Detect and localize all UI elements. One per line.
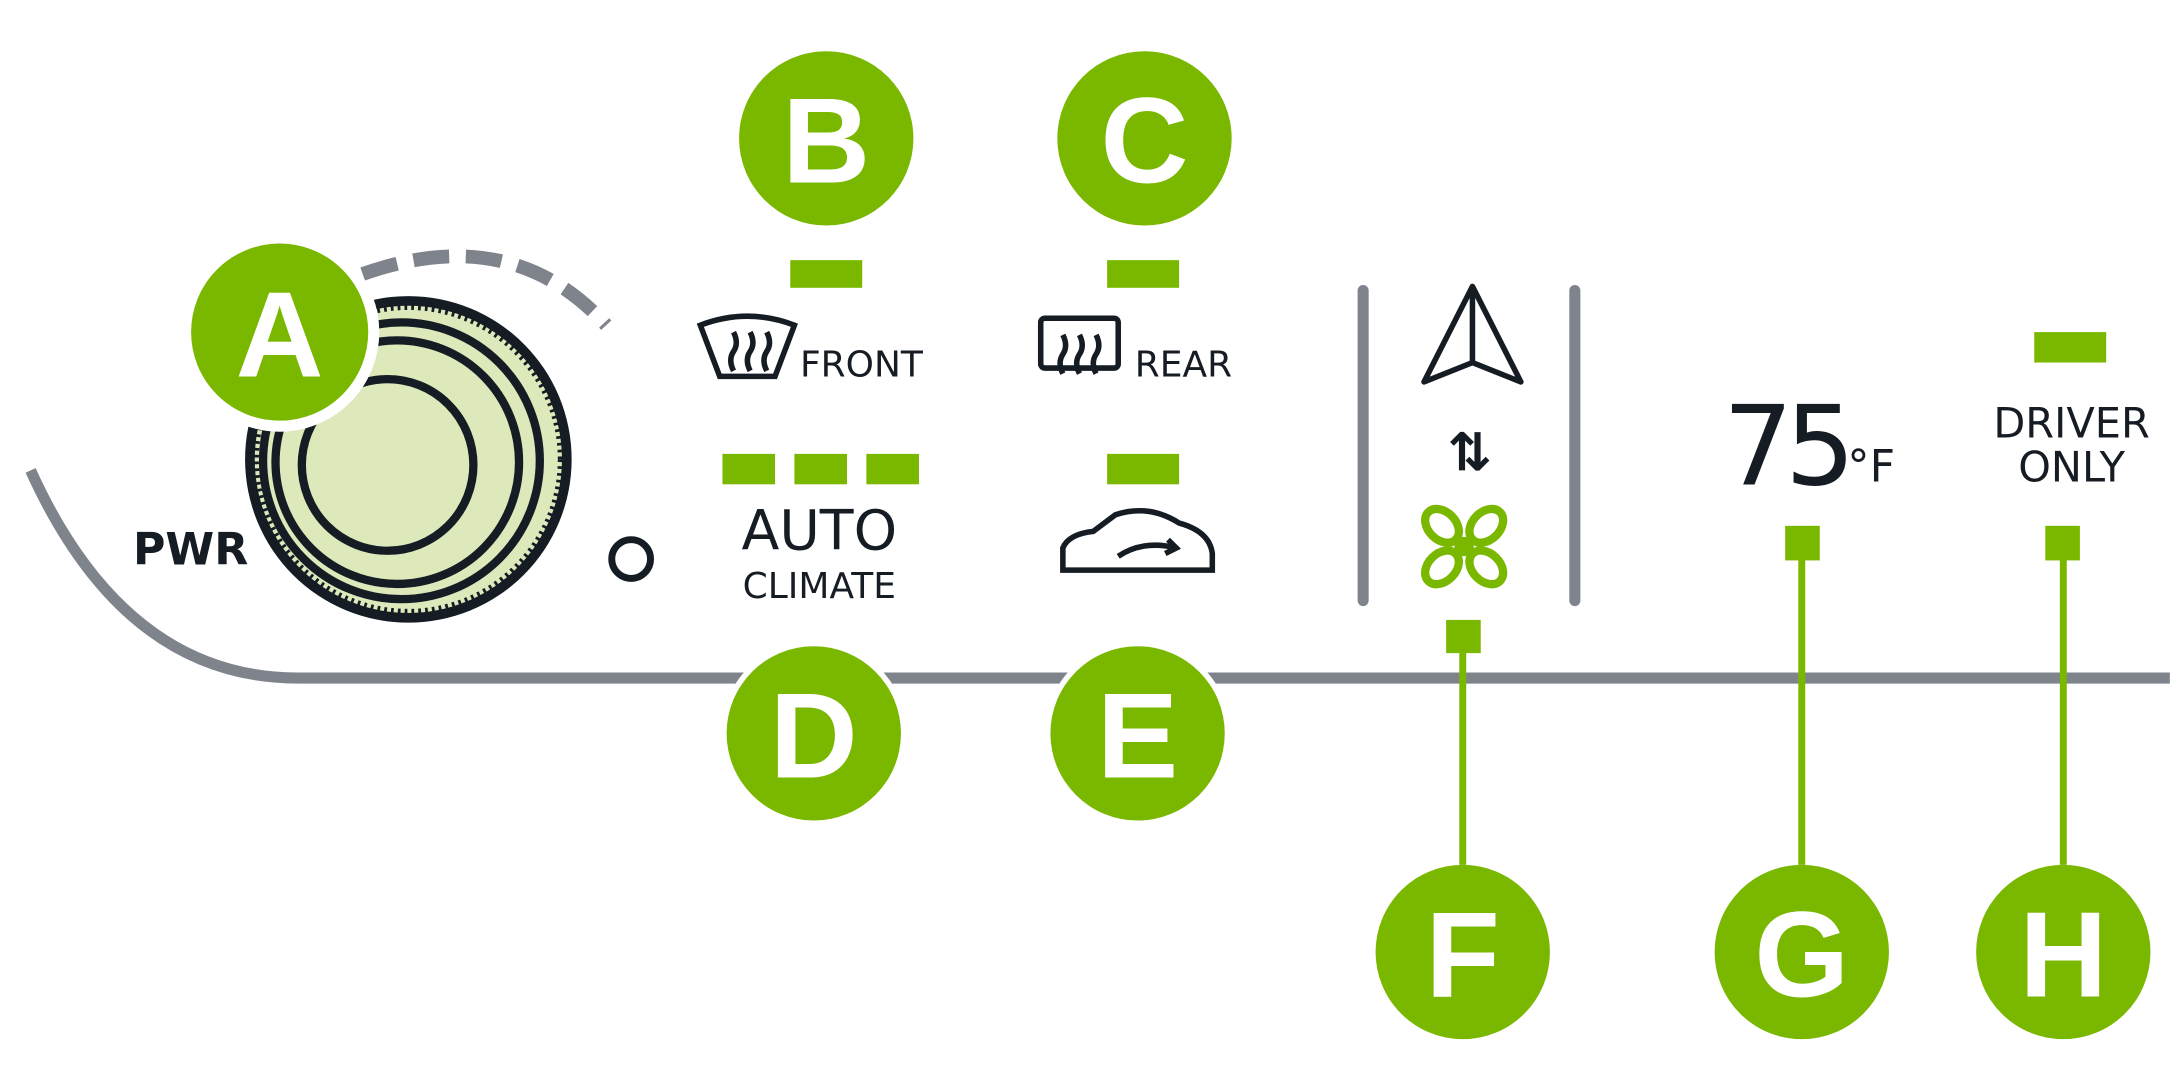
callout-e: E <box>1044 640 1231 827</box>
auto-indicator-2 <box>794 453 847 485</box>
callout-a: A <box>180 232 380 432</box>
auto-indicator-3 <box>866 453 919 485</box>
callout-h: H <box>1976 864 2151 1040</box>
callout-b: B <box>739 51 914 226</box>
power-label: PWR <box>133 525 248 576</box>
knob-range-arc <box>360 249 612 330</box>
svg-text:G: G <box>1754 886 1849 1022</box>
fan-indicator <box>1446 619 1481 654</box>
car-recirculation-icon <box>1060 507 1216 573</box>
svg-text:H: H <box>2019 886 2107 1022</box>
climate-label: CLIMATE <box>743 566 896 607</box>
temperature-unit: °F <box>1847 442 1895 493</box>
svg-text:B: B <box>782 73 870 209</box>
front-defrost-indicator <box>790 260 863 288</box>
temperature-value: 75 <box>1723 382 1847 511</box>
auto-indicator-1 <box>722 453 776 485</box>
only-label: ONLY <box>2018 443 2125 492</box>
driver-only-indicator <box>2034 332 2107 363</box>
callout-d: D <box>721 640 907 827</box>
up-down-arrows-icon: ⇅ <box>1448 422 1492 483</box>
driver-only-button[interactable]: DRIVER ONLY <box>1993 398 2149 491</box>
indicator-led <box>608 536 654 582</box>
front-defrost-label: FRONT <box>800 344 924 385</box>
air-direction-icon <box>1421 283 1524 385</box>
svg-text:E: E <box>1097 668 1178 804</box>
driver-label: DRIVER <box>1993 398 2149 447</box>
svg-text:A: A <box>236 266 324 402</box>
recirculation-indicator <box>1107 453 1180 485</box>
callout-f: F <box>1375 864 1550 1040</box>
rear-defrost-icon <box>1037 315 1121 375</box>
fan-icon <box>1421 504 1508 589</box>
rear-defrost-label: REAR <box>1135 344 1232 385</box>
auto-climate-button[interactable]: AUTO CLIMATE <box>741 499 897 606</box>
svg-text:F: F <box>1426 886 1500 1022</box>
panel-outline <box>25 468 2170 684</box>
front-defrost-icon <box>696 313 798 380</box>
auto-label: AUTO <box>741 499 897 563</box>
mode-button[interactable]: ⇅ <box>1419 283 1524 590</box>
temperature-display: 75 °F <box>1723 382 1895 511</box>
rear-defrost-indicator <box>1107 260 1180 288</box>
callout-g: G <box>1714 864 1889 1040</box>
svg-text:D: D <box>770 668 858 804</box>
recirculation-button[interactable] <box>1060 507 1216 573</box>
svg-text:C: C <box>1101 73 1189 209</box>
front-defrost-button[interactable]: FRONT <box>696 313 924 385</box>
rear-defrost-button[interactable]: REAR <box>1037 315 1232 385</box>
callout-c: C <box>1057 51 1232 226</box>
